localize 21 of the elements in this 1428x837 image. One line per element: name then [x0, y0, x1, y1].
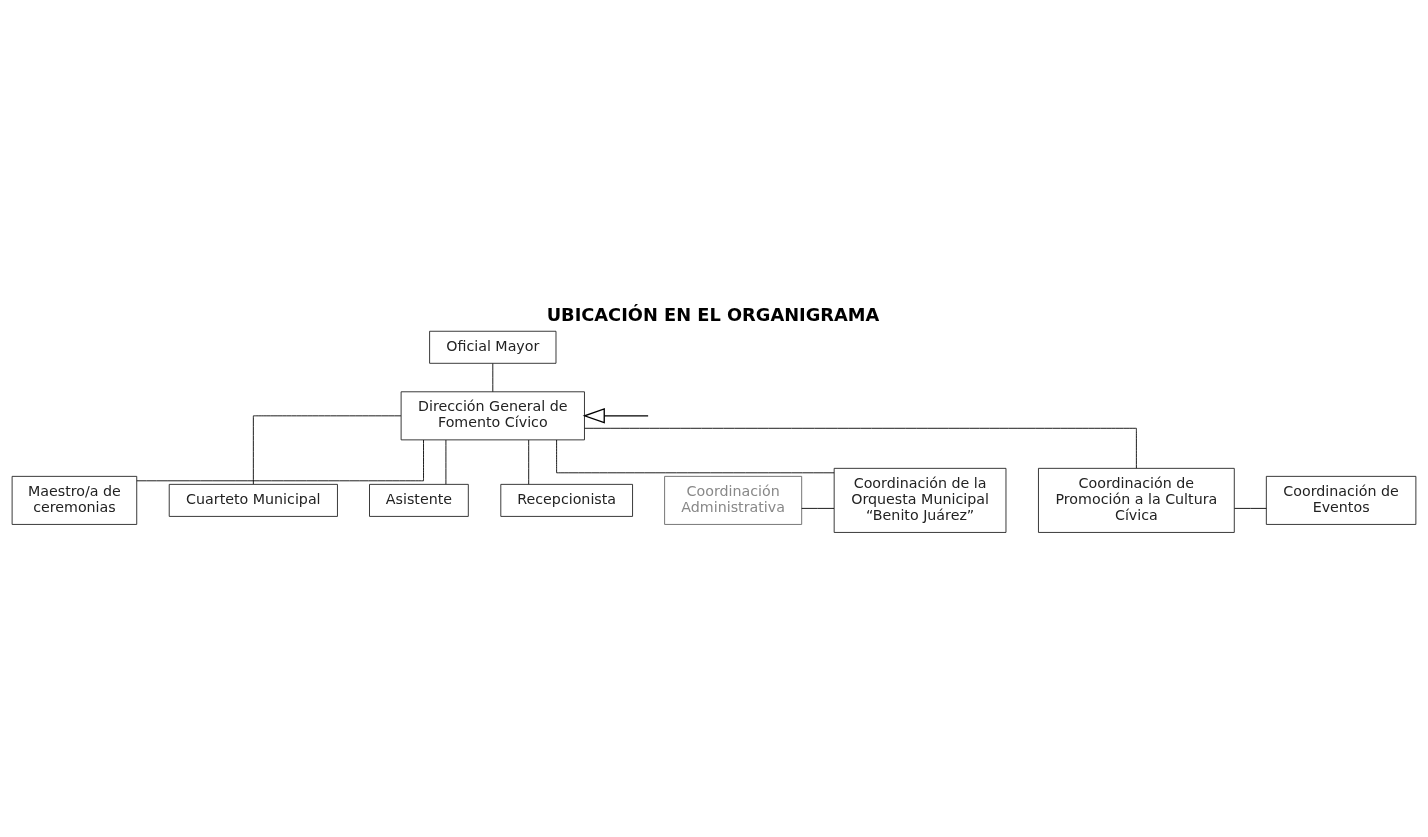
diagram-title: UBICACIÓN EN EL ORGANIGRAMA: [546, 304, 880, 326]
node-box: Coordinación Administrativa: [664, 475, 803, 525]
node-box: Coordinación de Eventos: [1265, 475, 1417, 525]
connector: [252, 415, 402, 485]
node-box: Oficial Mayor: [429, 330, 557, 364]
arrow: [582, 408, 649, 424]
connector: [492, 363, 494, 393]
connector: [136, 439, 424, 482]
node-box: Maestro/a de ceremonias: [11, 475, 138, 525]
node-box: Recepcionista: [500, 483, 633, 517]
connector: [584, 427, 1137, 469]
connector: [801, 507, 835, 509]
connector: [556, 439, 835, 474]
connector: [528, 439, 530, 485]
node-box: Dirección General de Fomento Cívico: [400, 391, 585, 441]
node-box: Coordinación de Promoción a la Cultura Cívica: [1038, 467, 1235, 533]
node-box: Cuarteto Municipal: [168, 483, 338, 517]
connector: [445, 439, 447, 485]
node-box: Asistente: [369, 483, 469, 517]
node-box: Coordinación de la Orquesta Municipal “Benito Juárez”: [833, 467, 1007, 533]
connector: [1234, 507, 1267, 509]
